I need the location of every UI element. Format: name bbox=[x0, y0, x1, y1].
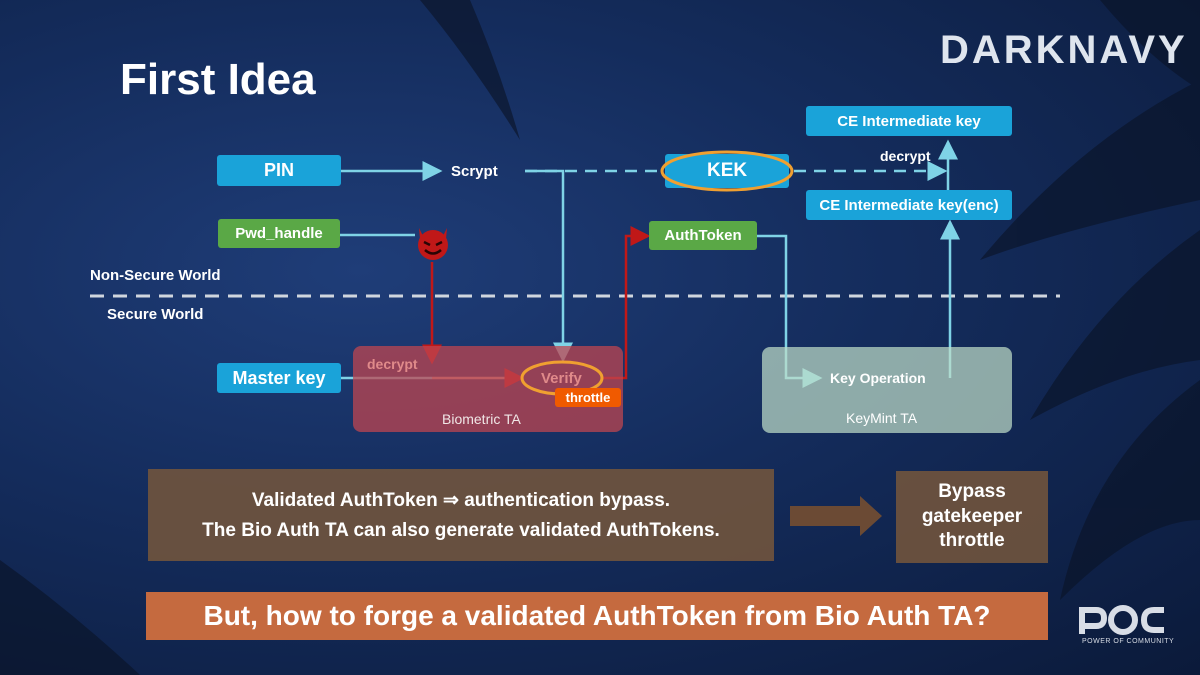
decrypt-bio-label: decrypt bbox=[367, 356, 418, 372]
keymint-ta-container bbox=[762, 347, 1012, 433]
kek-label: KEK bbox=[707, 160, 748, 181]
note-to-bypass-arrow bbox=[790, 496, 882, 536]
keymint-ta-label: KeyMint TA bbox=[846, 410, 918, 426]
bypass-line-2: gatekeeper bbox=[921, 505, 1023, 527]
brand-logo: DARKNAVY bbox=[940, 28, 1188, 72]
pwd-handle-box: Pwd_handle bbox=[218, 219, 340, 248]
explanation-line-2: The Bio Auth TA can also generate valida… bbox=[202, 519, 720, 541]
bypass-line-3: throttle bbox=[939, 530, 1005, 552]
poc-logo-icon bbox=[1079, 605, 1164, 635]
master-key-box: Master key bbox=[217, 363, 341, 393]
key-operation-label: Key Operation bbox=[830, 370, 926, 386]
ce-intermediate-key-box: CE Intermediate key bbox=[806, 106, 1012, 136]
bypass-line-1: Bypass bbox=[938, 480, 1006, 502]
throttle-badge: throttle bbox=[555, 388, 621, 407]
biometric-ta-label: Biometric TA bbox=[442, 411, 521, 427]
question-banner: But, how to forge a validated AuthToken … bbox=[146, 592, 1048, 640]
verify-label: Verify bbox=[541, 370, 582, 387]
kek-box bbox=[665, 154, 789, 188]
ce-intermediate-key-enc-box: CE Intermediate key(enc) bbox=[806, 190, 1012, 220]
decrypt-top-label: decrypt bbox=[880, 148, 931, 164]
poc-logo-caption: POWER OF COMMUNITY bbox=[1082, 638, 1175, 645]
kek-highlight-ellipse bbox=[660, 150, 794, 192]
bypass-note: Bypass gatekeeper throttle bbox=[896, 471, 1048, 563]
secure-world-label: Secure World bbox=[107, 306, 204, 323]
authtoken-box: AuthToken bbox=[649, 221, 757, 250]
slide-title: First Idea bbox=[120, 55, 316, 104]
devil-icon bbox=[418, 228, 448, 260]
pin-box: PIN bbox=[217, 155, 341, 186]
explanation-note: Validated AuthToken ⇒ authentication byp… bbox=[148, 469, 774, 561]
scrypt-label: Scrypt bbox=[451, 163, 498, 180]
non-secure-world-label: Non-Secure World bbox=[90, 267, 221, 284]
scrypt-to-verify-arrow bbox=[525, 169, 573, 363]
explanation-line-1: Validated AuthToken ⇒ authentication byp… bbox=[251, 489, 671, 511]
